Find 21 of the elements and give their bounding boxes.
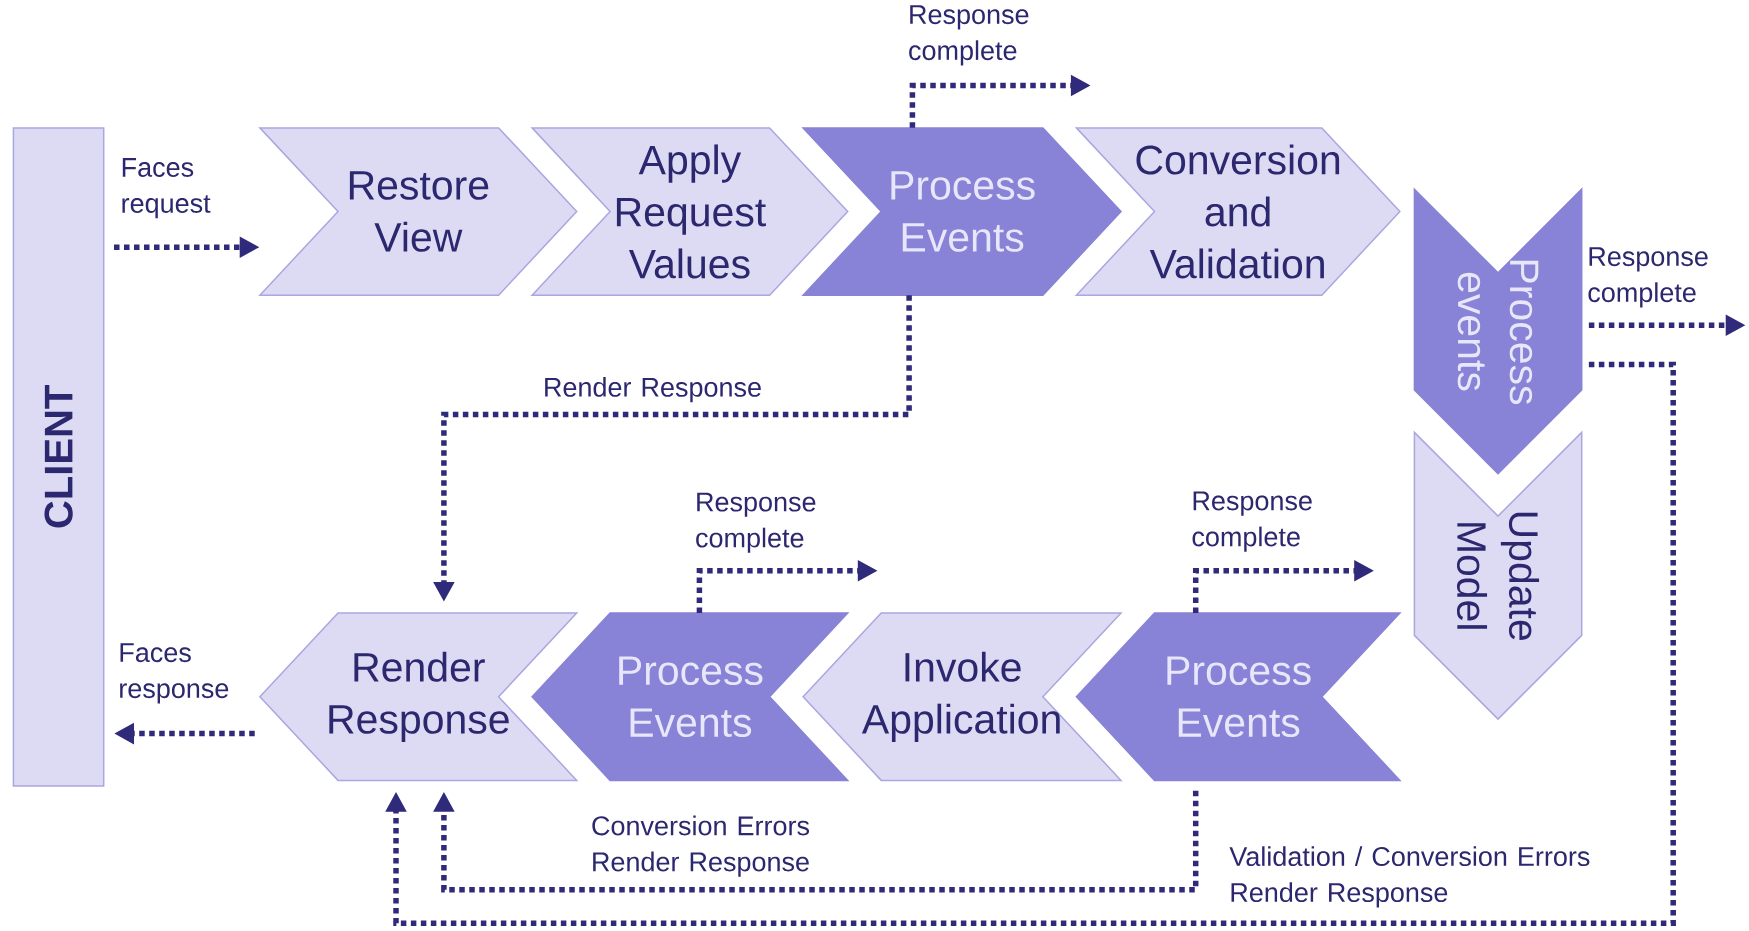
edge-label: Response complete (1588, 247, 1708, 308)
process-step: Process Events (1075, 612, 1402, 782)
side-panel: CLIENT (12, 127, 105, 787)
process-step: Apply Request Values (530, 127, 849, 296)
edge-label: Response complete (909, 5, 1029, 66)
edge-label: Conversion Errors Render Response (592, 815, 810, 877)
process-step: Process Events (531, 612, 850, 782)
edge-label: Validation / Conversion Errors Render Response (1229, 846, 1590, 908)
edge-label: Render Response (545, 377, 761, 403)
process-step: Conversion and Validation (1074, 127, 1401, 296)
process-step: Invoke Application (802, 612, 1123, 782)
process-step: Restore View (258, 127, 578, 296)
edge-label: Faces request (122, 158, 211, 219)
process-step: Process events (1413, 187, 1583, 475)
arrow (385, 361, 1676, 926)
process-step: Update Model (1413, 430, 1583, 721)
edge-label: Response complete (696, 492, 816, 553)
arrow (433, 790, 1199, 893)
edge-label: Faces response (120, 643, 229, 704)
edge-label: Response complete (1192, 491, 1312, 552)
process-step: Process Events (801, 127, 1123, 296)
